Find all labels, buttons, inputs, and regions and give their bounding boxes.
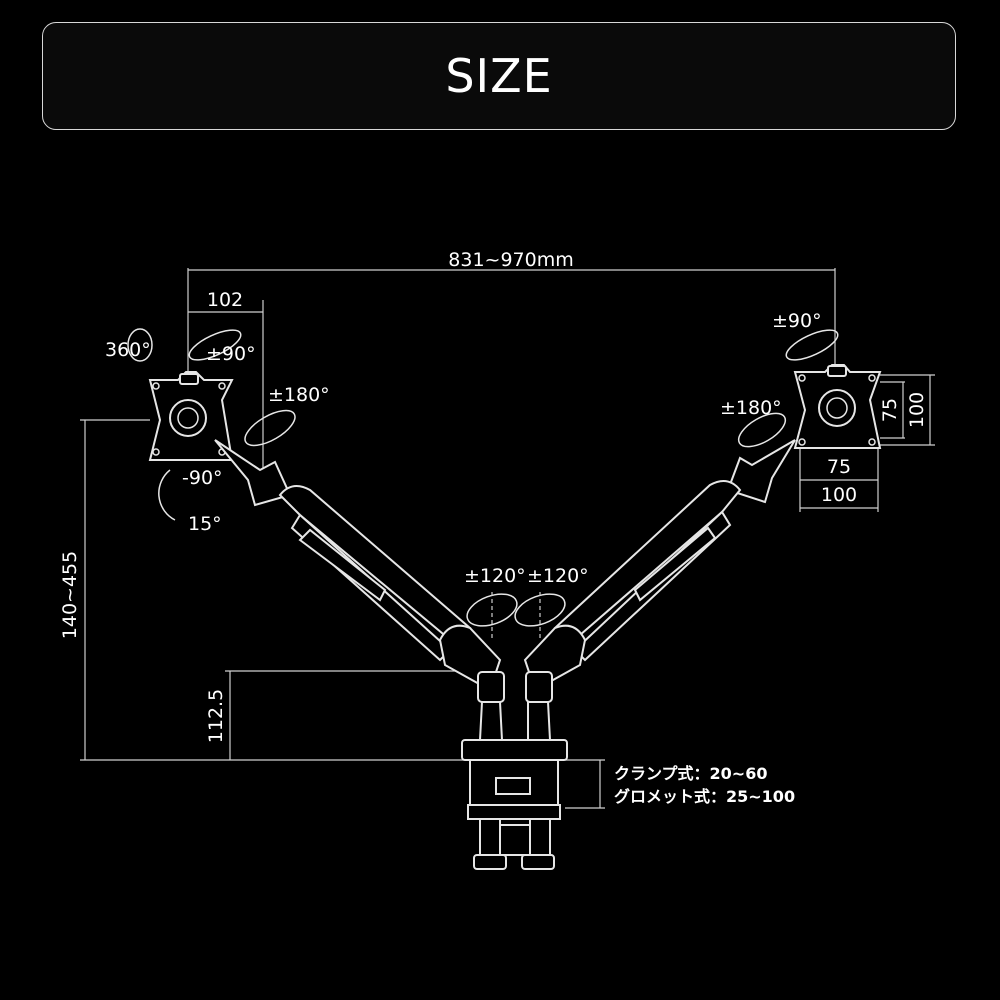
base-post — [461, 671, 568, 870]
vesa-outer-h-label: 100 — [906, 392, 928, 428]
right-vesa-plate — [793, 364, 882, 449]
total-width-label: 831~970mm — [448, 249, 573, 271]
left-swivel-label: ±90° — [206, 343, 256, 365]
vesa-inner-w-label: 75 — [827, 456, 851, 478]
height-range-label: 140~455 — [59, 551, 81, 639]
dimension-lines — [80, 268, 935, 809]
left-vesa-plate — [148, 371, 234, 461]
left-arm — [214, 439, 502, 692]
left-rotate-label: 360° — [105, 339, 151, 361]
left-swivel-arrow-icon — [188, 329, 242, 361]
vesa-inner-h-label: 75 — [879, 398, 901, 422]
left-pivot-arrow-icon — [244, 409, 296, 447]
page-title: SIZE — [445, 49, 553, 103]
right-swivel-label: ±90° — [772, 310, 822, 332]
rotate-360-arrow-icon — [127, 328, 153, 362]
vesa-outer-w-label: 100 — [821, 484, 857, 506]
right-swivel-arrow-icon — [785, 329, 839, 361]
base-right-arrow-icon — [514, 593, 566, 627]
right-pivot-label: ±180° — [720, 397, 782, 419]
base-left-arrow-icon — [466, 593, 518, 627]
rotation-indicators — [127, 328, 839, 640]
base-left-rotation-label: ±120° — [464, 565, 526, 587]
left-tilt-up-label: 15° — [188, 513, 222, 535]
tilt-arrow-icon — [158, 469, 176, 521]
base-height-label: 112.5 — [205, 689, 227, 743]
base-right-rotation-label: ±120° — [527, 565, 589, 587]
left-tilt-down-label: -90° — [182, 467, 223, 489]
title-banner: SIZE — [42, 22, 956, 130]
clamp-range-label: クランプ式：20~60 — [614, 764, 767, 783]
right-pivot-arrow-icon — [737, 412, 787, 448]
left-pivot-label: ±180° — [268, 384, 330, 406]
arm-offset-label: 102 — [207, 289, 243, 311]
grommet-range-label: グロメット式：25~100 — [614, 787, 795, 806]
